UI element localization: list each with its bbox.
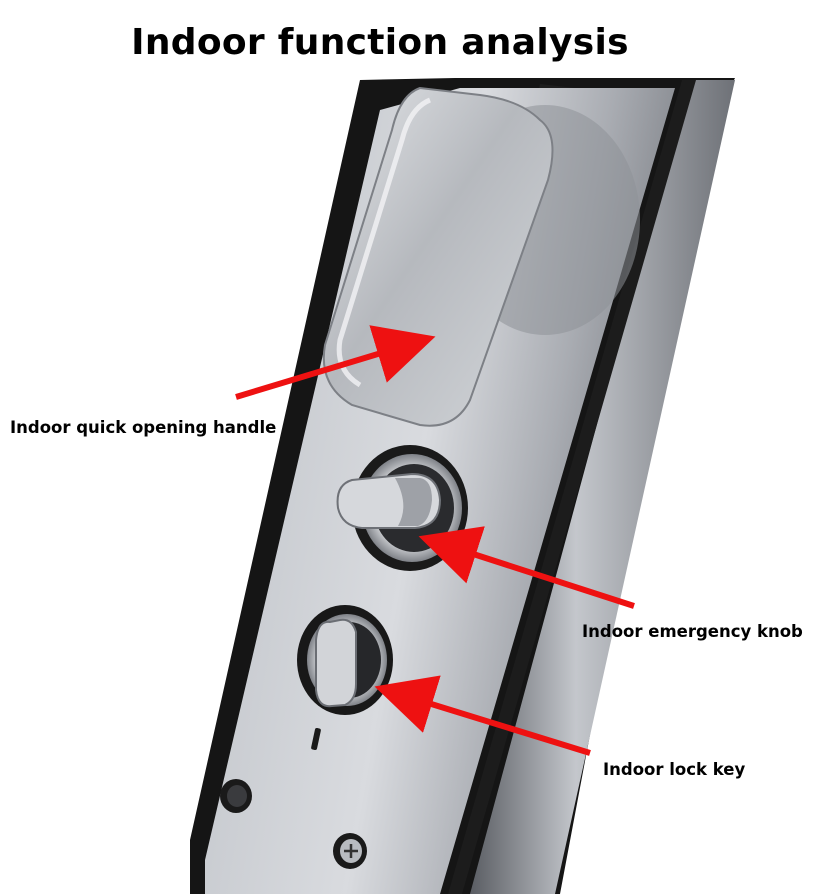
lock-indicator-mark xyxy=(311,727,321,751)
lock-side-strip xyxy=(470,80,735,894)
lock-key-thumbturn xyxy=(315,618,357,708)
arrow-knob xyxy=(418,526,635,609)
screw-right xyxy=(333,833,367,869)
label-lock-key: Indoor lock key xyxy=(603,760,746,779)
arrow-handle xyxy=(235,325,436,400)
label-quick-opening-handle: Indoor quick opening handle xyxy=(10,418,277,437)
label-emergency-knob: Indoor emergency knob xyxy=(582,622,803,641)
page-title: Indoor function analysis xyxy=(131,22,629,63)
screw-hole-left xyxy=(220,779,252,813)
arrow-key xyxy=(374,675,591,756)
